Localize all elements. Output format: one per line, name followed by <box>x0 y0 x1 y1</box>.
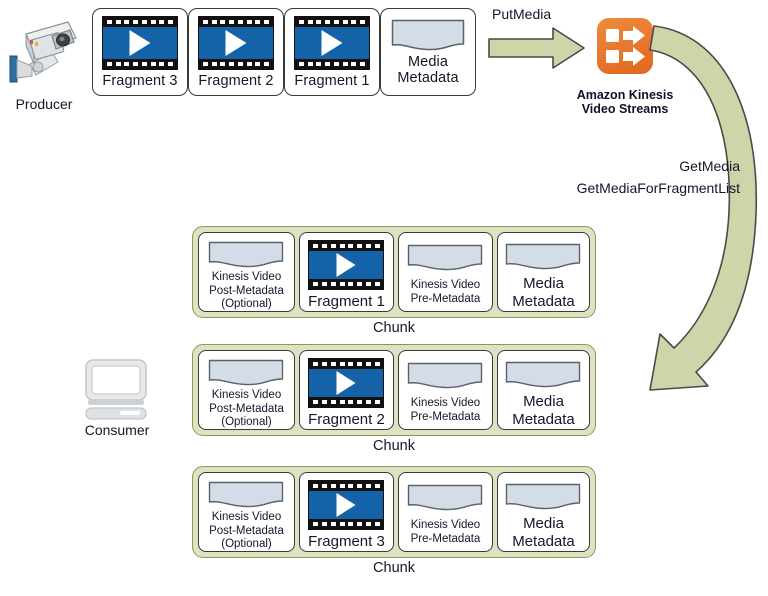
cell-label-line2: Post-Metadata <box>209 284 284 297</box>
cell-label-line2: Metadata <box>512 532 575 550</box>
service-label-line2: Video Streams <box>581 102 669 116</box>
film-strip-icon <box>308 240 385 290</box>
chunk-caption-1: Chunk <box>373 320 415 336</box>
cell-label-line1: Kinesis Video <box>410 279 481 291</box>
chunk-cell-media-metadata[interactable]: Media Metadata <box>496 472 590 552</box>
consumer-icon <box>78 358 154 420</box>
metadata-document-icon <box>505 243 581 270</box>
chunk-cell-pre-metadata[interactable]: Kinesis Video Pre-Metadata <box>397 472 493 552</box>
cell-label-fragment: Fragment 3 <box>308 533 385 550</box>
chunk-cell-media-metadata[interactable]: Media Metadata <box>496 232 590 312</box>
metadata-document-icon <box>407 244 483 271</box>
getmedia-curved-arrow <box>626 24 768 404</box>
chunk-cell-post-metadata[interactable]: Kinesis Video Post-Metadata (Optional) <box>198 232 295 312</box>
chunk-caption-3: Chunk <box>373 560 415 576</box>
chunk-cell-fragment[interactable]: Fragment 2 <box>298 350 394 430</box>
cell-label-fragment: Fragment 1 <box>308 293 385 310</box>
cell-label-line2: Pre-Metadata <box>410 292 481 305</box>
cell-label-line2: Pre-Metadata <box>410 532 481 545</box>
metadata-document-icon <box>505 361 581 388</box>
metadata-document-icon <box>407 484 483 511</box>
chunk-cell-pre-metadata[interactable]: Kinesis Video Pre-Metadata <box>397 232 493 312</box>
cell-label-fragment: Fragment 2 <box>308 411 385 428</box>
producer-icon <box>8 12 80 90</box>
metadata-document-icon <box>208 241 284 268</box>
metadata-document-icon <box>208 481 284 508</box>
fragment-card-3[interactable]: Fragment 3 <box>92 8 188 96</box>
metadata-document-icon <box>391 19 465 51</box>
cell-label-line2: Metadata <box>512 292 575 310</box>
film-strip-icon <box>198 16 274 70</box>
chunk-cell-post-metadata[interactable]: Kinesis Video Post-Metadata (Optional) <box>198 350 295 430</box>
chunk-cell-fragment[interactable]: Fragment 1 <box>298 232 394 312</box>
metadata-document-icon <box>208 359 284 386</box>
chunk-container-2[interactable]: Kinesis Video Post-Metadata (Optional) F… <box>192 344 596 436</box>
getmedia-label: GetMedia <box>679 158 740 174</box>
amazon-kinesis-video-streams-icon[interactable] <box>597 18 653 74</box>
film-strip-icon <box>294 16 370 70</box>
fragment-card-label: Fragment 2 <box>198 73 274 89</box>
consumer-label: Consumer <box>84 422 150 438</box>
putmedia-label: PutMedia <box>492 6 552 22</box>
cell-label-line1: Kinesis Video <box>211 511 282 523</box>
cell-label-line1: Kinesis Video <box>410 519 481 531</box>
chunk-container-3[interactable]: Kinesis Video Post-Metadata (Optional) F… <box>192 466 596 558</box>
cell-label-line1: Media <box>523 275 564 292</box>
cell-label-line2: Post-Metadata <box>209 402 284 415</box>
cell-label-line2: Pre-Metadata <box>410 410 481 423</box>
media-metadata-label-line2: Metadata <box>397 70 459 86</box>
service-label-line1: Amazon Kinesis <box>576 88 674 102</box>
chunk-container-1[interactable]: Kinesis Video Post-Metadata (Optional) F… <box>192 226 596 318</box>
cell-label-line1: Kinesis Video <box>211 389 282 401</box>
film-strip-icon <box>308 480 385 530</box>
cell-label-line3: (Optional) <box>221 416 272 428</box>
film-strip-icon <box>102 16 178 70</box>
fragment-card-2[interactable]: Fragment 2 <box>188 8 284 96</box>
metadata-document-icon <box>407 362 483 389</box>
metadata-document-icon <box>505 483 581 510</box>
fragment-card-label: Fragment 3 <box>102 73 178 89</box>
cell-label-line1: Kinesis Video <box>410 397 481 409</box>
cell-label-line1: Kinesis Video <box>211 271 282 283</box>
media-metadata-label-line1: Media <box>408 54 448 70</box>
fragment-card-1[interactable]: Fragment 1 <box>284 8 380 96</box>
cell-label-line3: (Optional) <box>221 298 272 310</box>
chunk-caption-2: Chunk <box>373 438 415 454</box>
cell-label-line1: Media <box>523 515 564 532</box>
chunk-cell-pre-metadata[interactable]: Kinesis Video Pre-Metadata <box>397 350 493 430</box>
producer-label: Producer <box>15 96 73 112</box>
cell-label-line1: Media <box>523 393 564 410</box>
cell-label-line2: Post-Metadata <box>209 524 284 537</box>
cell-label-line2: Metadata <box>512 410 575 428</box>
getmediaforfragmentlist-label: GetMediaForFragmentList <box>576 180 740 196</box>
film-strip-icon <box>308 358 385 408</box>
fragment-card-label: Fragment 1 <box>294 73 370 89</box>
cell-label-line3: (Optional) <box>221 538 272 550</box>
chunk-cell-post-metadata[interactable]: Kinesis Video Post-Metadata (Optional) <box>198 472 295 552</box>
media-metadata-card[interactable]: Media Metadata <box>380 8 476 96</box>
putmedia-arrow <box>487 26 587 70</box>
chunk-cell-media-metadata[interactable]: Media Metadata <box>496 350 590 430</box>
chunk-cell-fragment[interactable]: Fragment 3 <box>298 472 394 552</box>
